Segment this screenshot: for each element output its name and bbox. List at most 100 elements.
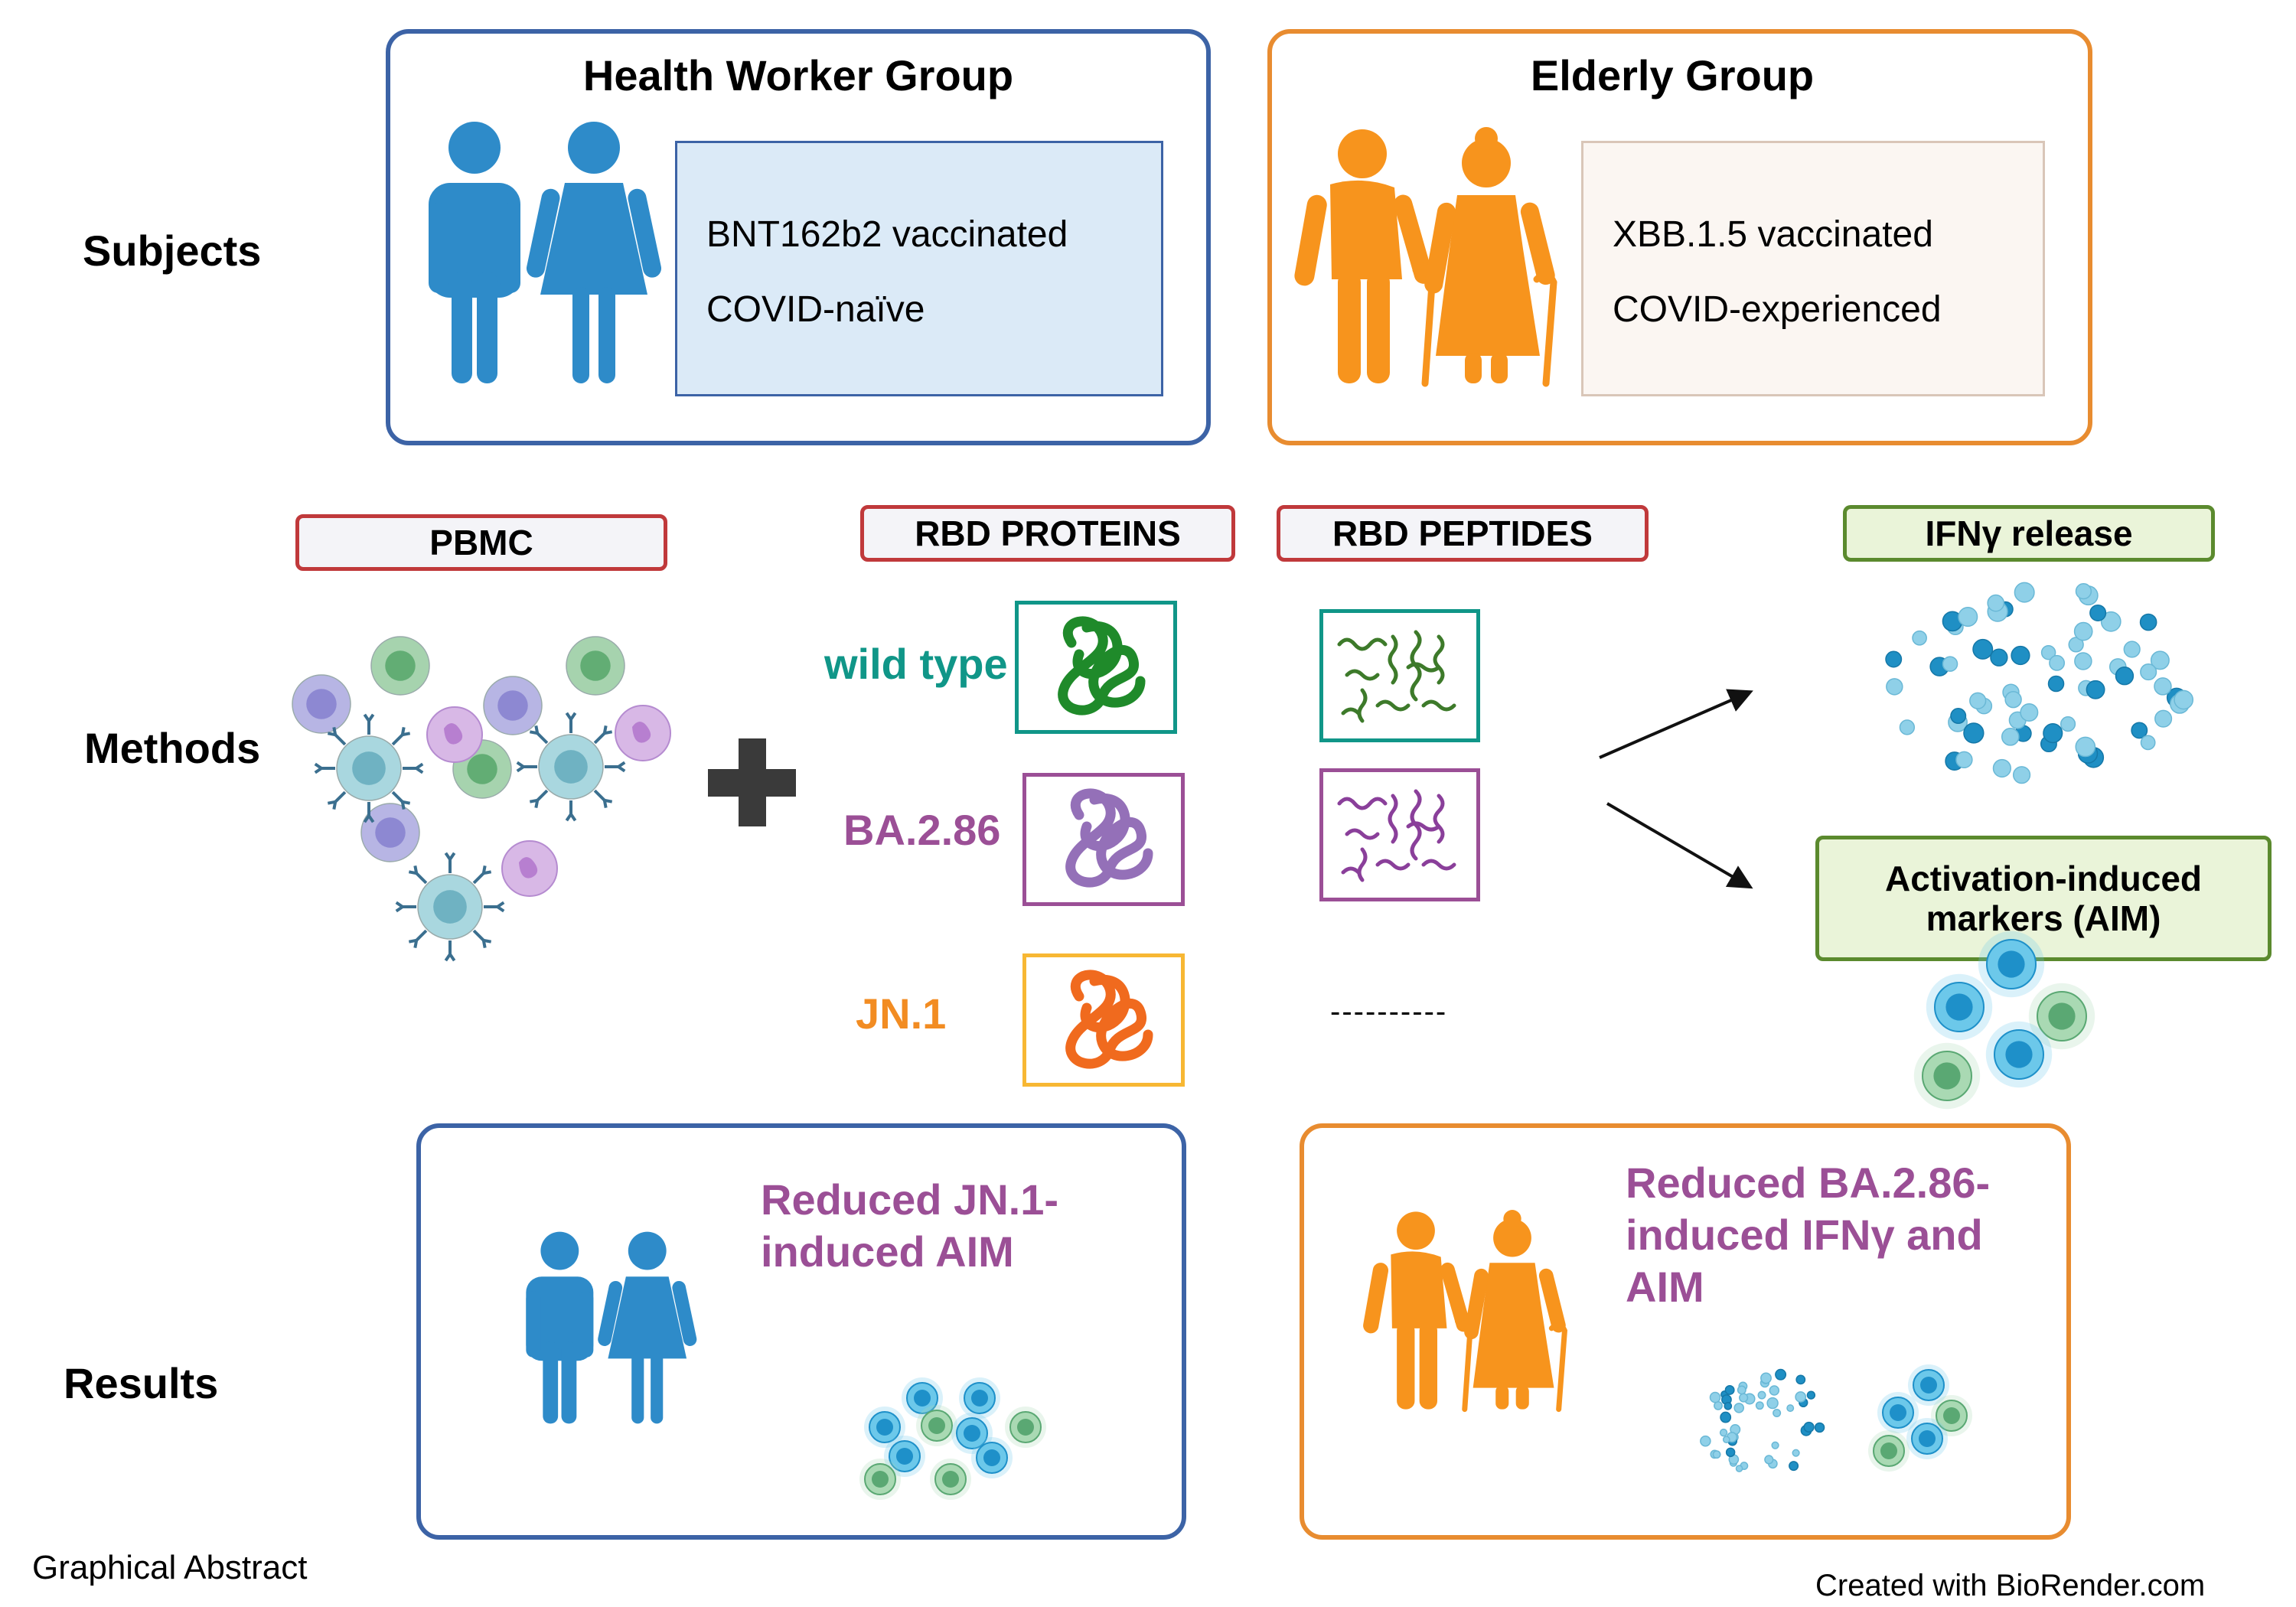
ifn-molecule: [1992, 758, 2011, 778]
ifn-molecule: [1775, 1368, 1787, 1380]
ifn-molecule: [1757, 1390, 1766, 1400]
ifn-molecule: [1712, 1450, 1721, 1459]
ifn-molecule: [2140, 735, 2156, 751]
ifn-molecule: [1942, 656, 1958, 672]
pbmc-label: PBMC: [295, 514, 667, 571]
protein-icon-wild-type: [1058, 616, 1146, 715]
ifn-molecule: [2074, 652, 2092, 670]
ifn-molecule: [1700, 1435, 1711, 1447]
ifn-molecule: [1719, 1428, 1728, 1437]
ifn-molecule: [1950, 708, 1967, 725]
ifn-molecule: [2001, 728, 2020, 746]
ifn-molecule: [1789, 1461, 1799, 1472]
result-text-elderly: Reduced BA.2.86-induced IFNγ and AIM: [1626, 1159, 1991, 1311]
ifn-molecule: [1814, 1422, 1825, 1433]
row-label-subjects: Subjects: [83, 227, 262, 275]
ifn-molecule: [1987, 594, 2005, 612]
elderly-people-icon: [1294, 127, 1557, 387]
ifn-molecule: [2014, 582, 2035, 603]
ifn-release-label: IFNγ release: [1843, 505, 2215, 562]
ifn-molecule: [2139, 613, 2157, 631]
variant-label-wild-type: wild type: [824, 640, 1008, 688]
ifn-molecule: [2131, 722, 2148, 739]
health-worker-info-box: BNT162b2 vaccinated COVID-naïve: [675, 141, 1163, 396]
ifn-molecule: [1792, 1449, 1800, 1457]
no-peptide-placeholder: ----------: [1330, 995, 1448, 1028]
ifn-molecule: [2060, 716, 2076, 732]
plus-icon: [708, 738, 796, 826]
row-label-methods: Methods: [84, 724, 261, 772]
peptide-icon-ba286: [1337, 789, 1456, 882]
peptide-icon-wild-type: [1337, 630, 1456, 723]
ifn-molecule: [2089, 604, 2107, 622]
ifn-molecule: [2154, 709, 2173, 728]
ifn-molecule: [2154, 677, 2172, 696]
arrow-to-ifn: [1599, 689, 1753, 759]
ifn-molecule: [1764, 1455, 1774, 1465]
result-health-worker-people-icon: [526, 1231, 697, 1424]
ifn-molecule: [2150, 650, 2170, 670]
aim-label: Activation-induced markers (AIM): [1815, 836, 2272, 961]
ifn-molecule: [1766, 1397, 1779, 1410]
ifn-molecule: [2174, 689, 2194, 710]
ifn-molecule: [1963, 722, 1985, 744]
ifn-molecule: [2086, 680, 2105, 699]
ifn-molecule: [1958, 607, 1978, 627]
ifn-dots-illustration: [1885, 582, 2194, 784]
ifn-molecule: [2040, 645, 2056, 660]
ifn-molecule: [1769, 1385, 1780, 1396]
result-elderly-aim-cells: [1868, 1364, 1972, 1472]
ifn-molecule: [1733, 1403, 1745, 1413]
arrow-to-aim: [1606, 802, 1753, 889]
result-elderly-people-icon: [1363, 1210, 1568, 1413]
ifn-molecule: [1886, 678, 1903, 696]
elderly-group-title: Elderly Group: [1530, 51, 1815, 99]
ifn-molecule: [1709, 1391, 1721, 1403]
ifn-molecule: [1795, 1374, 1806, 1385]
ifn-molecule: [1969, 692, 1987, 709]
ifn-molecule: [1725, 1447, 1736, 1458]
ifn-molecule: [1755, 1401, 1764, 1410]
ifn-molecule: [2073, 621, 2093, 641]
protein-icon-jn1: [1065, 970, 1153, 1069]
health-worker-people-icon: [429, 122, 662, 383]
ifn-molecule: [1885, 650, 1903, 668]
pbmc-cells-illustration: [292, 636, 671, 962]
aim-cells-illustration: [1913, 931, 2095, 1110]
ifn-molecule: [2047, 675, 2065, 693]
ifn-molecule: [2075, 582, 2092, 600]
ifn-molecule: [1806, 1390, 1816, 1400]
ifn-molecule: [2123, 641, 2141, 658]
elderly-info-box: XBB.1.5 vaccinated COVID-experienced: [1581, 141, 2045, 396]
protein-icon-ba286: [1065, 788, 1153, 888]
ifn-molecule: [2140, 663, 2157, 681]
ifn-molecule: [2043, 723, 2063, 744]
ifn-molecule: [1724, 1402, 1733, 1410]
footer-graphical-abstract: Graphical Abstract: [32, 1549, 308, 1586]
ifn-molecule: [2049, 654, 2066, 671]
ifn-molecule: [1795, 1391, 1807, 1403]
ifn-molecule: [1722, 1436, 1730, 1444]
ifn-molecule: [1735, 1465, 1743, 1472]
footer-biorender-credit: Created with BioRender.com: [1815, 1569, 2206, 1602]
variant-label-jn1: JN.1: [856, 989, 947, 1038]
ifn-molecule: [1771, 1441, 1779, 1449]
infection-status: COVID-experienced: [1613, 289, 1942, 330]
ifn-molecule: [1724, 1384, 1735, 1395]
ifn-molecule: [1803, 1421, 1815, 1433]
ifn-molecule: [1773, 1408, 1782, 1418]
ifn-molecule: [1760, 1372, 1772, 1384]
row-label-results: Results: [64, 1359, 219, 1407]
health-worker-group-box: Health Worker Group BNT162b2 vaccinated …: [386, 29, 1211, 445]
ifn-molecule: [2115, 667, 2135, 686]
rbd-peptides-label: RBD PEPTIDES: [1277, 505, 1649, 562]
variant-label-ba286: BA.2.86: [843, 806, 1001, 854]
ifn-molecule: [2020, 702, 2039, 722]
ifn-molecule: [2004, 690, 2022, 709]
infection-status: COVID-naïve: [706, 289, 925, 330]
ifn-molecule: [1786, 1404, 1795, 1413]
vaccination-status: BNT162b2 vaccinated: [706, 214, 1068, 255]
rbd-proteins-label: RBD PROTEINS: [860, 505, 1235, 562]
ifn-molecule: [1720, 1411, 1732, 1423]
ifn-molecule: [1912, 630, 1927, 646]
